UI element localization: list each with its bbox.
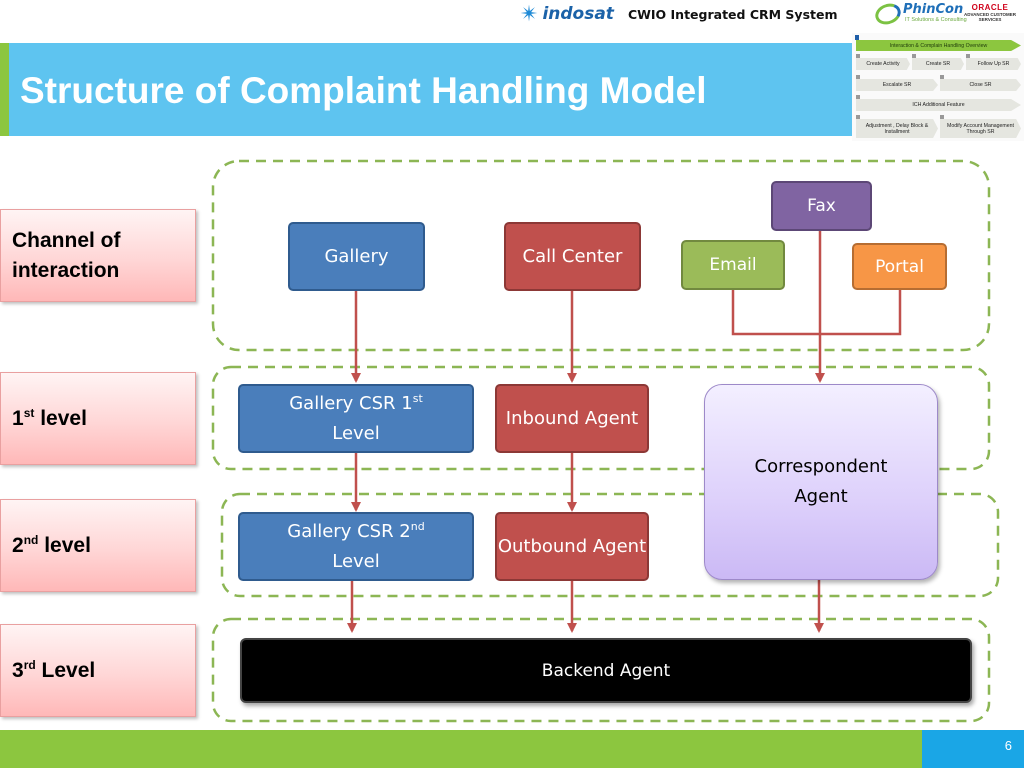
node-outbound-agent: Outbound Agent xyxy=(495,512,649,581)
group-level1-border xyxy=(211,365,991,471)
minimap-tag xyxy=(966,54,970,59)
group-level2-border xyxy=(220,492,1000,598)
level-label-text: 3rd Level xyxy=(12,657,96,682)
oracle-logo: ORACLE ADVANCED CUSTOMER SERVICES xyxy=(963,3,1017,22)
minimap-adjustment: Adjustment , Delay Block & Installment xyxy=(856,119,938,138)
minimap-close-sr: Close SR xyxy=(940,79,1021,91)
level-label-text: 2nd level xyxy=(12,532,91,557)
minimap-tag xyxy=(855,35,859,40)
title-accent-bar xyxy=(0,43,9,136)
connector-portal xyxy=(820,290,902,336)
level-label-text: 1st level xyxy=(12,405,87,430)
node-correspondent-agent: Correspondent Agent xyxy=(704,384,938,580)
node-call-center: Call Center xyxy=(504,222,641,291)
minimap-modify-account: Modify Account Management Through SR xyxy=(940,119,1021,138)
minimap-tag xyxy=(856,95,860,100)
minimap-escalate-sr: Escalate SR xyxy=(856,79,938,91)
node-portal: Portal xyxy=(852,243,947,290)
level-label-2nd: 2nd level xyxy=(0,499,196,592)
connector-email xyxy=(731,290,820,336)
level-label-1st: 1st level xyxy=(0,372,196,465)
minimap-tag xyxy=(856,115,860,120)
phincon-logo: PhinCon IT Solutions & Consulting xyxy=(872,0,967,28)
minimap-create-sr: Create SR xyxy=(912,58,964,70)
level-label-channel: Channel of interaction xyxy=(0,209,196,302)
process-minimap: Interaction & Complain Handling Overview… xyxy=(852,33,1024,141)
level-label-3rd: 3rd Level xyxy=(0,624,196,717)
system-title: CWIO Integrated CRM System xyxy=(627,6,838,22)
minimap-tag xyxy=(912,54,916,59)
level-label-text: Channel of interaction xyxy=(12,228,121,282)
minimap-tag xyxy=(940,115,944,120)
minimap-create-activity: Create Activity xyxy=(856,58,910,70)
page-title: Structure of Complaint Handling Model xyxy=(20,70,707,111)
group-channel-border xyxy=(211,159,991,352)
header-brand: ✴ indosat CWIO Integrated CRM System xyxy=(520,0,838,28)
indosat-star-icon: ✴ xyxy=(520,1,539,26)
page-number: 6 xyxy=(1004,738,1012,753)
minimap-overview: Interaction & Complain Handling Overview xyxy=(856,40,1021,51)
indosat-wordmark: indosat xyxy=(542,4,614,24)
node-inbound-agent: Inbound Agent xyxy=(495,384,649,453)
node-email: Email xyxy=(681,240,785,290)
minimap-tag xyxy=(940,75,944,80)
minimap-follow-up-sr: Follow Up SR xyxy=(966,58,1021,70)
minimap-ich-feature: ICH Additional Feature xyxy=(856,99,1021,111)
node-gallery: Gallery xyxy=(288,222,425,291)
minimap-tag xyxy=(856,54,860,59)
node-backend-agent: Backend Agent xyxy=(240,638,972,703)
footer-blue-bar: 6 xyxy=(922,730,1024,768)
footer-green-bar xyxy=(0,730,922,768)
indosat-logo: ✴ indosat xyxy=(520,3,614,25)
phincon-swoosh-icon xyxy=(872,0,904,28)
title-band xyxy=(0,43,852,136)
node-fax: Fax xyxy=(771,181,872,231)
group-level3-border xyxy=(211,617,991,723)
minimap-tag xyxy=(856,75,860,80)
